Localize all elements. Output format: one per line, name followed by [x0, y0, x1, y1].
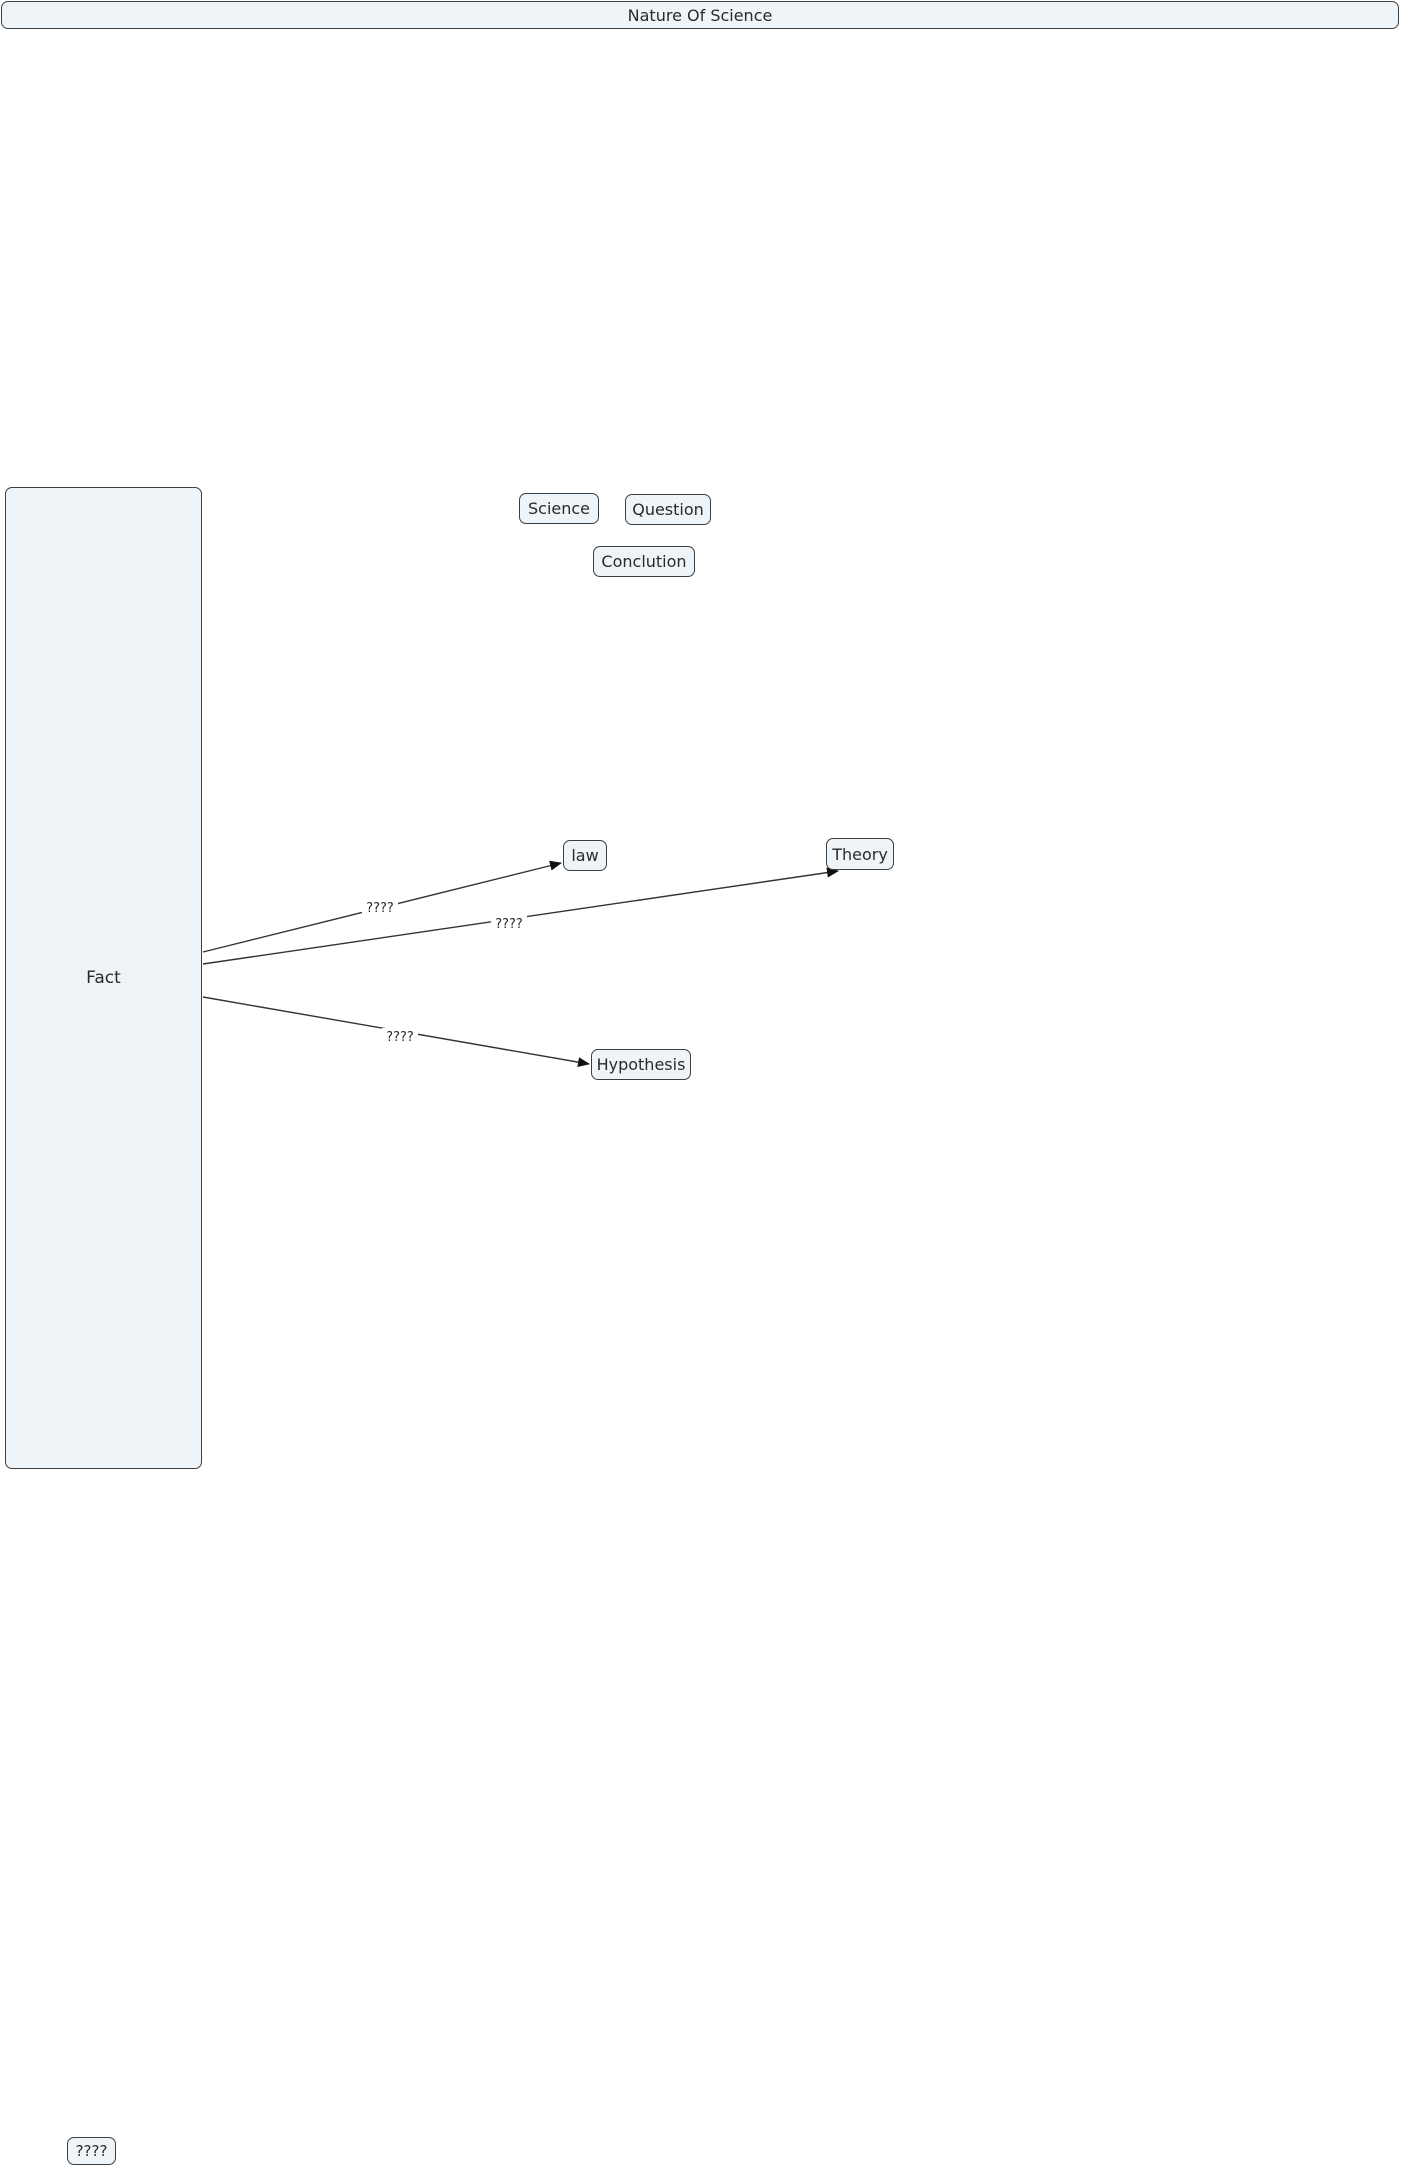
concept-node-conclution[interactable]: Conclution — [593, 546, 695, 577]
concept-node-hypothesis[interactable]: Hypothesis — [591, 1049, 691, 1080]
link-label-fact-hypothesis[interactable]: ???? — [386, 1030, 414, 1045]
concept-label: Theory — [832, 844, 888, 864]
link-label-fact-theory[interactable]: ???? — [495, 917, 523, 932]
concept-label: law — [571, 846, 599, 865]
map-title[interactable]: Nature Of Science — [1, 1, 1399, 29]
link-label-fact-law[interactable]: ???? — [366, 901, 394, 916]
concept-label: ???? — [75, 2142, 108, 2160]
map-title-label: Nature Of Science — [627, 5, 773, 25]
concept-label: Hypothesis — [596, 1055, 686, 1074]
concept-label: Fact — [86, 968, 121, 988]
concept-label: Science — [527, 499, 591, 518]
concept-node-question[interactable]: Question — [625, 494, 711, 525]
concept-label: Question — [632, 500, 704, 519]
concept-node-theory[interactable]: Theory — [826, 838, 894, 870]
concept-node-fact[interactable]: Fact — [5, 487, 202, 1469]
concept-node-unlabeled[interactable]: ???? — [67, 2137, 116, 2165]
concept-label: Conclution — [601, 552, 687, 571]
concept-node-science[interactable]: Science — [519, 493, 599, 524]
concept-node-law[interactable]: law — [563, 840, 607, 871]
